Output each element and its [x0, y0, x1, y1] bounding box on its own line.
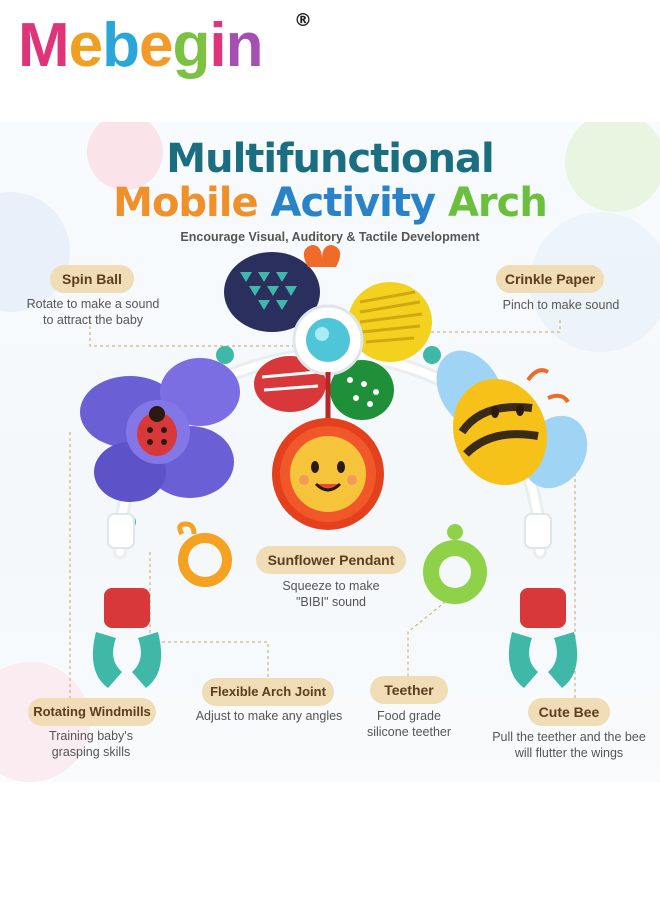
description-line: Pinch to make sound — [502, 298, 620, 312]
crinkle-paper-label: Crinkle Paper — [496, 265, 604, 293]
description-line: Rotate to make a sound — [26, 297, 160, 311]
logo-letter: g — [172, 11, 211, 80]
spin-ball — [292, 304, 364, 376]
description-line: to attract the baby — [42, 313, 144, 327]
teether-label: Teether — [370, 676, 448, 704]
headline-line-1: Multifunctional — [166, 136, 494, 182]
cute-bee-label: Cute Bee — [528, 698, 610, 726]
logo-letter: n — [225, 11, 264, 80]
flexible-arch-joint-label: Flexible Arch Joint — [202, 678, 334, 706]
rotating-windmills-description: Training baby's grasping skills — [12, 728, 170, 760]
sunflower-pendant-description: Squeeze to make "BIBI" sound — [252, 578, 410, 610]
logo-letter: M — [18, 11, 70, 80]
headline-word: Mobile — [113, 180, 258, 226]
logo-letter: b — [102, 11, 140, 80]
spin-ball-description: Rotate to make a sound to attract the ba… — [14, 296, 172, 328]
description-line: silicone teether — [366, 725, 452, 739]
product-hero: Multifunctional Mobile Activity Arch Enc… — [0, 122, 660, 782]
left-stroller-clip — [92, 513, 162, 688]
description-line: grasping skills — [51, 745, 131, 759]
headline-word: Activity — [270, 180, 436, 226]
description-line: Training baby's — [49, 729, 133, 743]
description-line: Squeeze to make — [282, 579, 380, 593]
logo-letter: i — [209, 11, 226, 80]
flower-teether — [423, 524, 487, 604]
right-stroller-clip — [508, 513, 578, 688]
crinkle-paper-description: Pinch to make sound — [482, 297, 640, 313]
rotating-windmill — [80, 358, 240, 502]
teether-description: Food grade silicone teether — [352, 708, 466, 740]
crinkle-petals — [224, 245, 432, 420]
headline-line-2: Mobile Activity Arch — [0, 180, 660, 226]
logo-letter: e — [68, 11, 103, 80]
description-line: Pull the teether and the bee — [492, 730, 646, 744]
registered-mark: ® — [294, 10, 312, 31]
description-line: Food grade — [377, 709, 441, 723]
activity-arch-illustration — [69, 245, 588, 702]
cute-bee-description: Pull the teether and the bee will flutte… — [480, 729, 658, 761]
logo-letter: e — [139, 11, 173, 80]
brand-logo: Mebegin — [18, 6, 264, 86]
spin-ball-label: Spin Ball — [50, 265, 134, 293]
description-line: Adjust to make any angles — [195, 709, 343, 723]
description-line: will flutter the wings — [514, 746, 624, 760]
rotating-windmills-label: Rotating Windmills — [28, 698, 156, 726]
flexible-arch-joint-description: Adjust to make any angles — [186, 708, 352, 724]
cute-bee — [436, 350, 588, 489]
sunflower-pendant — [272, 418, 384, 530]
snail-teether — [177, 521, 232, 587]
headline-word: Arch — [447, 180, 548, 226]
headline-subtitle: Encourage Visual, Auditory & Tactile Dev… — [180, 230, 480, 244]
sunflower-pendant-label: Sunflower Pendant — [256, 546, 406, 574]
description-line: "BIBI" sound — [295, 595, 367, 609]
